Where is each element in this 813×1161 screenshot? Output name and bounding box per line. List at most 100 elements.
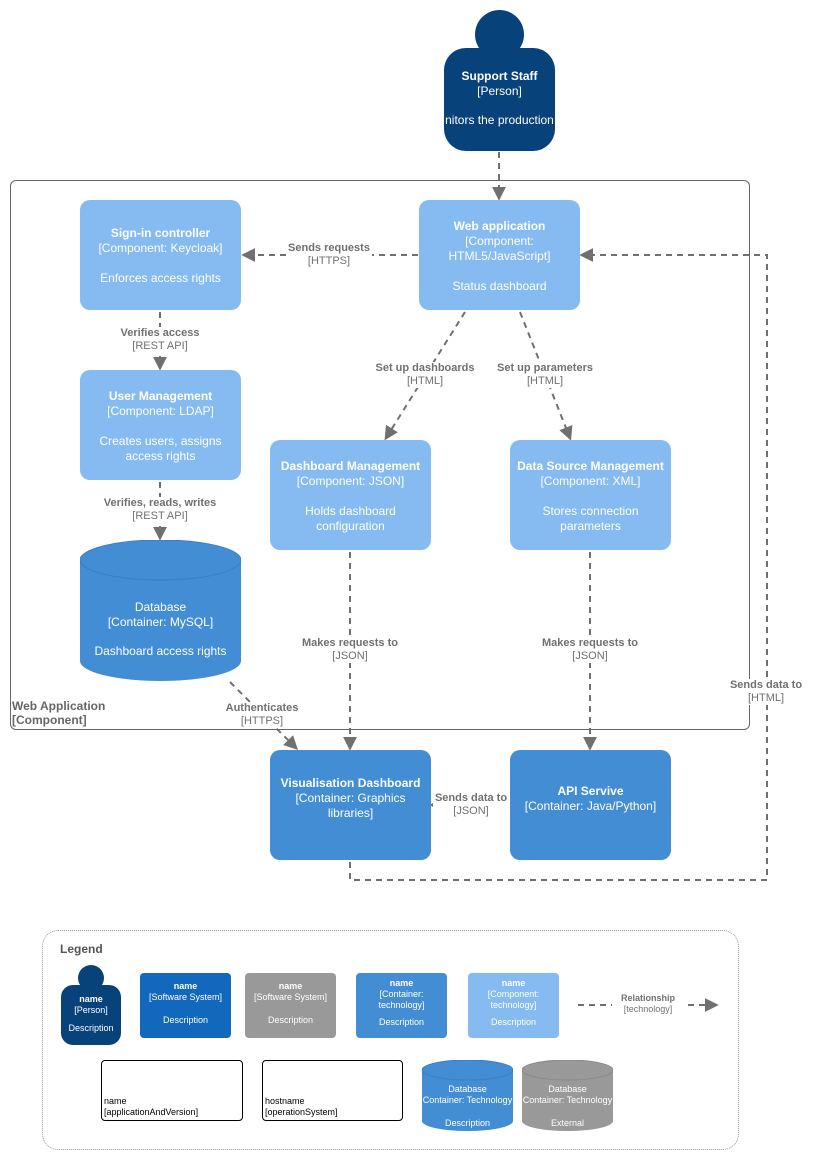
legend-db-ext-title: Database [548, 1084, 587, 1094]
rel-sends-data-json-text: Sends data to [434, 792, 508, 804]
rel-label-setup-parameters: Set up parameters [HTML] [494, 362, 596, 388]
legend-node-2-name: hostname [265, 1096, 305, 1106]
legend-container-desc: Description [378, 1017, 425, 1027]
rel-makes-req-2-text: Makes requests to [542, 637, 638, 649]
user-mgmt-description-2: access rights [125, 449, 196, 463]
database-title: Database [134, 600, 187, 614]
database-description: Dashboard access rights [94, 644, 227, 658]
legend-box [42, 930, 739, 1150]
person-support-staff[interactable]: Support Staff [Person] nitors the produc… [444, 10, 555, 151]
legend-container-type: [Container: [379, 989, 424, 999]
rel-sends-data-html-tech: [HTML] [747, 692, 785, 704]
rel-sends-requests-tech: [HTTPS] [307, 255, 351, 267]
database-cylinder-shape [80, 540, 241, 681]
user-mgmt-type: [Component: LDAP] [107, 404, 214, 418]
rel-setup-dash-text: Set up dashboards [375, 362, 475, 374]
rel-authenticates-text: Authenticates [225, 702, 299, 714]
boundary-label-name: Web Application [12, 699, 106, 713]
dash-mgmt-type: [Component: JSON] [296, 474, 405, 488]
legend-database-external-shape [522, 1060, 613, 1131]
api-service-container[interactable]: API Servive [Container: Java/Python] [510, 750, 671, 860]
dash-mgmt-title: Dashboard Management [280, 459, 421, 473]
dash-mgmt-description: Holds dashboard [305, 504, 396, 518]
legend-relationship-text: Relationship [620, 993, 675, 1003]
legend-component: name [Component: technology] Description [468, 973, 559, 1038]
legend-container: name [Container: technology] Description [356, 973, 447, 1038]
rel-label-makes-requests-1: Makes requests to [JSON] [300, 637, 400, 663]
api-title: API Servive [557, 784, 624, 798]
legend-db-type: Container: Technology [422, 1095, 513, 1105]
boundary-label: Web Application [Component] [12, 699, 105, 727]
legend-person-type: [Person] [74, 1005, 108, 1015]
legend-container-name: name [389, 978, 414, 988]
legend-db-desc: Description [444, 1118, 491, 1128]
legend-database-shape [422, 1060, 513, 1131]
web-application-boundary [10, 180, 750, 730]
person-body: Support Staff [Person] nitors the produc… [444, 48, 555, 151]
legend-db-ext-type: Container: Technology [522, 1095, 613, 1105]
signin-type: [Component: Keycloak] [98, 241, 223, 255]
legend-person-desc: Description [68, 1023, 114, 1033]
api-type: [Container: Java/Python] [524, 799, 657, 813]
boundary-label-type: [Component] [12, 713, 87, 727]
rel-makes-req-1-text: Makes requests to [302, 637, 398, 649]
rel-label-setup-dashboards: Set up dashboards [HTML] [372, 362, 478, 388]
rel-sends-data-html-text: Sends data to [729, 679, 803, 691]
rel-setup-params-tech: [HTML] [526, 375, 564, 387]
legend-software-name: name [173, 981, 198, 991]
visualisation-dashboard-container[interactable]: Visualisation Dashboard [Container: Grap… [270, 750, 431, 860]
database-container[interactable]: Database [Container: MySQL] Dashboard ac… [80, 540, 241, 681]
rel-label-sends-requests: Sends requests [HTTPS] [286, 242, 372, 268]
ds-mgmt-description-2: parameters [560, 519, 621, 533]
ds-mgmt-type: [Component: XML] [540, 474, 641, 488]
web-application-component[interactable]: Web application [Component: HTML5/JavaSc… [419, 200, 580, 310]
legend-relationship-tech: [technology] [623, 1004, 673, 1014]
person-title: Support Staff [461, 69, 538, 83]
person-description: nitors the production [445, 113, 554, 127]
rel-verifies-access-text: Verifies access [120, 327, 200, 339]
signin-controller-component[interactable]: Sign-in controller [Component: Keycloak]… [80, 200, 241, 310]
legend-node-1-version: [applicationAndVersion] [104, 1107, 199, 1117]
legend-node-1: name [applicationAndVersion] [101, 1060, 243, 1121]
legend-relationship-label: Relationship [technology] [612, 993, 684, 1015]
person-type: [Person] [477, 84, 522, 98]
legend-database: Database Container: Technology Descripti… [422, 1060, 513, 1131]
rel-verifies-rw-text: Verifies, reads, writes [103, 497, 217, 509]
vis-to-webapp-line [349, 248, 768, 881]
rel-makes-req-1-tech: [JSON] [332, 650, 368, 662]
vis-dashboard-type: [Container: Graphics [295, 791, 406, 805]
rel-verifies-rw-tech: [REST API] [132, 510, 188, 522]
legend-software-ext-type: [Software System] [253, 992, 328, 1002]
rel-sends-data-json-tech: [JSON] [453, 805, 489, 817]
rel-label-verifies-rw: Verifies, reads, writes [REST API] [100, 497, 220, 523]
rel-label-verifies-access: Verifies access [REST API] [112, 327, 208, 353]
legend-software-system-external: name [Software System] Description [245, 973, 336, 1038]
rel-label-makes-requests-2: Makes requests to [JSON] [540, 637, 640, 663]
legend-component-type: [Component: [487, 989, 540, 999]
legend-db-ext-desc: External [550, 1118, 585, 1128]
legend-node-2-os: [operationSystem] [265, 1107, 338, 1117]
legend-person-name: name [79, 994, 103, 1004]
rel-sends-requests-text: Sends requests [288, 242, 370, 254]
dash-mgmt-description-2: configuration [316, 519, 385, 533]
user-mgmt-title: User Management [108, 389, 213, 403]
web-app-title: Web application [453, 219, 546, 233]
legend-node-1-name: name [104, 1096, 127, 1106]
legend-software-ext-name: name [278, 981, 303, 991]
legend-software-type: [Software System] [148, 992, 223, 1002]
web-app-type-2: HTML5/JavaScript] [448, 249, 551, 263]
rel-setup-dash-tech: [HTML] [406, 375, 444, 387]
rel-verifies-access-tech: [REST API] [132, 340, 188, 352]
rel-label-sends-data-json: Sends data to [JSON] [433, 792, 509, 818]
legend-component-desc: Description [490, 1017, 537, 1027]
signin-title: Sign-in controller [110, 226, 211, 240]
legend-component-name: name [501, 978, 526, 988]
vis-dashboard-title: Visualisation Dashboard [280, 776, 421, 790]
ds-mgmt-description: Stores connection [542, 504, 639, 518]
dashboard-management-component[interactable]: Dashboard Management [Component: JSON] H… [270, 440, 431, 550]
rel-label-sends-data-html: Sends data to [HTML] [728, 679, 804, 705]
database-type: [Container: MySQL] [107, 615, 214, 629]
user-management-component[interactable]: User Management [Component: LDAP] Create… [80, 370, 241, 480]
data-source-management-component[interactable]: Data Source Management [Component: XML] … [510, 440, 671, 550]
legend-software-ext-desc: Description [267, 1015, 314, 1025]
